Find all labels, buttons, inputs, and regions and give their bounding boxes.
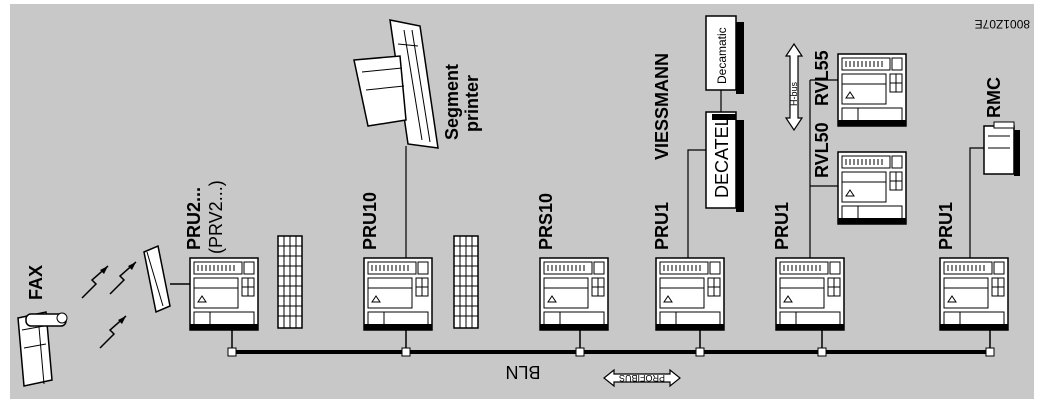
- decatel-label: DECATEL: [712, 116, 732, 198]
- printer-label-line2: printer: [462, 75, 482, 132]
- profibus-arrow: PROFIBUS: [603, 368, 681, 388]
- bus-node: [695, 347, 705, 357]
- segment-printer: [353, 19, 439, 149]
- decamatic-device: [705, 15, 744, 94]
- decamatic-label: Decamatic: [715, 27, 729, 84]
- pru1-a-unit: [655, 257, 725, 331]
- pru1-b-unit: [775, 257, 845, 331]
- rvl50-label: RVL50: [812, 122, 832, 178]
- rmc-label: RMC: [984, 77, 1004, 118]
- decatel-device: [705, 111, 744, 212]
- printer-label-line1: Segment: [442, 64, 462, 140]
- prs10-label: PRS10: [536, 193, 556, 250]
- pru10-unit: [363, 257, 433, 331]
- bus-node: [817, 347, 827, 357]
- pru1-b-label: PRU1: [772, 202, 792, 250]
- pru2-label: PRU2...: [184, 187, 204, 250]
- modem-device: [143, 244, 190, 314]
- pru1-c-unit: [939, 257, 1009, 331]
- rvl55-label: RVL55: [812, 50, 832, 106]
- hbus-arrow: [784, 42, 804, 132]
- rvl55-unit: [837, 53, 907, 127]
- bus-node: [985, 347, 995, 357]
- bus-node: [401, 347, 411, 357]
- pru10-rack: [453, 235, 479, 329]
- profibus-label: PROFIBUS: [619, 373, 665, 383]
- bln-bus-label: BLN: [505, 362, 540, 382]
- bus-node: [575, 347, 585, 357]
- fax-device: [17, 311, 68, 387]
- rvl50-unit: [837, 151, 907, 225]
- pru2-unit: [189, 257, 259, 331]
- document-id: 8001Z07E: [975, 17, 1030, 31]
- pru10-label: PRU10: [360, 192, 380, 250]
- viessmann-label: VIESSMANN: [652, 53, 672, 160]
- prs10-unit: [539, 257, 609, 331]
- rmc-device: [983, 121, 1020, 176]
- fax-label: FAX: [26, 265, 46, 300]
- pru1-c-label: PRU1: [936, 202, 956, 250]
- prv2-label: (PRV2...): [206, 180, 226, 254]
- hbus-label: H-bus: [789, 81, 799, 106]
- pru2-rack: [277, 235, 303, 329]
- bus-node: [227, 347, 237, 357]
- pru1-a-label: PRU1: [652, 202, 672, 250]
